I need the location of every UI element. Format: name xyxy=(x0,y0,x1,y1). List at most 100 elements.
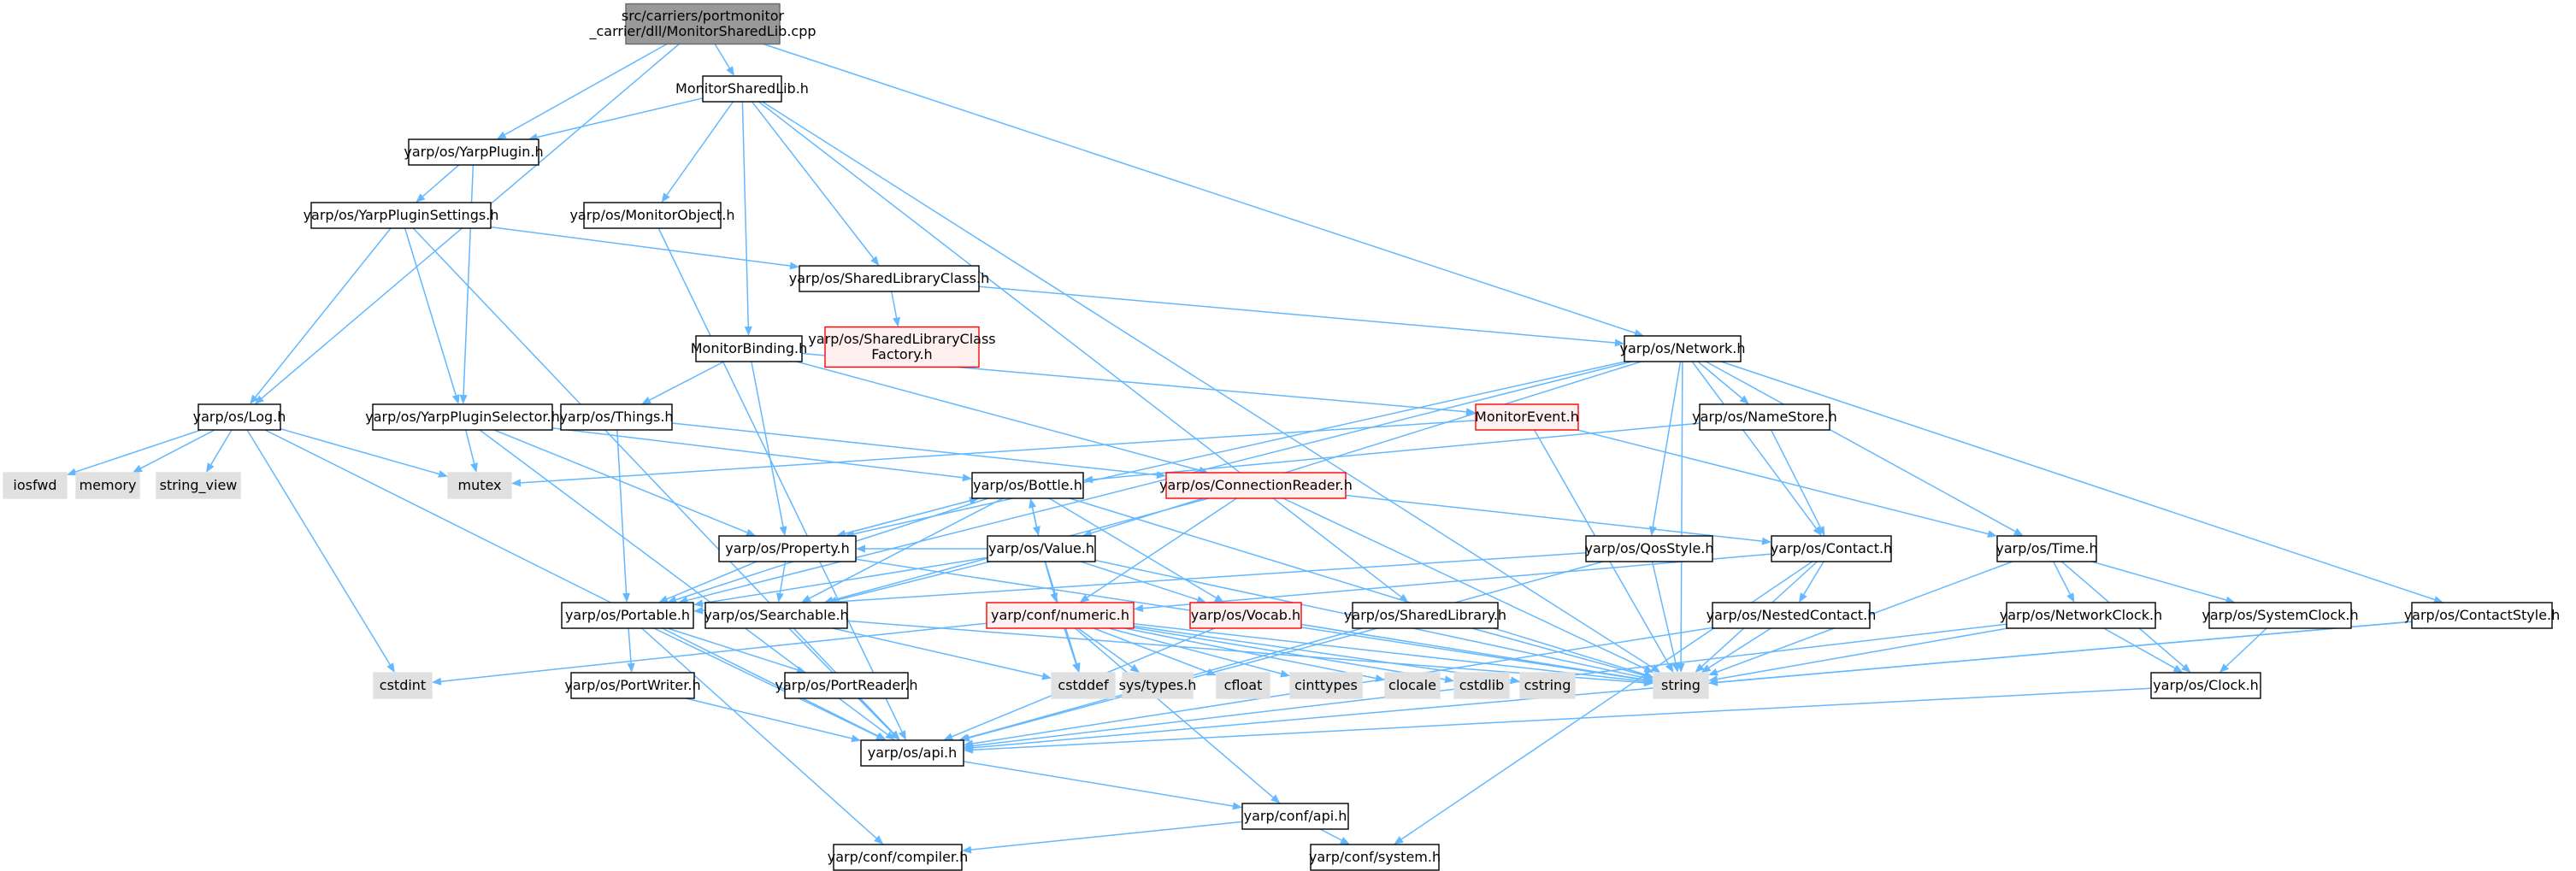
node-box xyxy=(372,403,553,431)
node-Searchable[interactable]: yarp/os/Searchable.h xyxy=(704,602,849,629)
edge-arrowhead xyxy=(1394,836,1404,845)
node-root[interactable]: src/carriers/portmonitor_carrier/dll/Mon… xyxy=(588,3,816,45)
node-label: yarp/os/Things.h xyxy=(559,409,673,425)
node-iosfwd[interactable]: iosfwd xyxy=(3,472,68,499)
edge-Log-to-iosfwd xyxy=(67,429,202,476)
node-Contact[interactable]: yarp/os/Contact.h xyxy=(1771,535,1892,562)
node-box xyxy=(2411,602,2553,629)
edge-line xyxy=(666,561,757,600)
node-box xyxy=(561,602,694,629)
node-box xyxy=(2150,672,2261,699)
edge-PortReader-to-apih xyxy=(858,697,900,740)
node-SystemClock[interactable]: yarp/os/SystemClock.h xyxy=(2202,602,2359,629)
node-cfloat[interactable]: cfloat xyxy=(1216,672,1270,699)
edge-arrowhead xyxy=(1739,395,1749,404)
node-NestedContact[interactable]: yarp/os/NestedContact.h xyxy=(1707,602,1877,629)
node-Vocab[interactable]: yarp/os/Vocab.h xyxy=(1189,602,1302,629)
node-systypes[interactable]: sys/types.h xyxy=(1119,672,1197,699)
edge-line xyxy=(264,429,879,737)
node-YarpPluginSelector[interactable]: yarp/os/YarpPluginSelector.h xyxy=(365,403,560,431)
edge-line xyxy=(1133,627,1446,680)
node-YarpPlugin[interactable]: yarp/os/YarpPlugin.h xyxy=(404,138,544,166)
edge-YarpPluginSettings-to-YarpPluginSelector xyxy=(404,227,460,404)
edge-line xyxy=(551,427,964,479)
node-label: cfloat xyxy=(1224,677,1263,693)
edge-arrowhead xyxy=(1643,672,1653,680)
node-string_view[interactable]: string_view xyxy=(156,472,241,499)
node-label: mutex xyxy=(457,477,501,493)
edge-Time-to-SystemClock xyxy=(2091,561,2236,604)
node-MonitorEvent[interactable]: MonitorEvent.h xyxy=(1475,403,1579,431)
node-ConnectionReader[interactable]: yarp/os/ConnectionReader.h xyxy=(1159,472,1353,499)
node-MonitorSharedLib[interactable]: MonitorSharedLib.h xyxy=(675,75,809,103)
node-label: sys/types.h xyxy=(1119,677,1197,693)
node-NetworkClock[interactable]: yarp/os/NetworkClock.h xyxy=(2000,602,2162,629)
node-string[interactable]: string xyxy=(1653,672,1709,699)
edge-numeric-to-cinttypes xyxy=(1108,627,1290,678)
edge-arrowhead xyxy=(893,316,900,327)
node-box xyxy=(1699,403,1830,431)
node-box xyxy=(1051,672,1116,699)
node-box xyxy=(310,202,492,229)
edge-Log-to-string_view xyxy=(206,429,233,473)
node-SharedLibraryClass[interactable]: yarp/os/SharedLibraryClass.h xyxy=(789,265,990,292)
node-YarpPluginSettings[interactable]: yarp/os/YarpPluginSettings.h xyxy=(304,202,499,229)
node-MonitorBinding[interactable]: MonitorBinding.h xyxy=(691,335,808,362)
edge-line xyxy=(255,227,392,397)
edge-arrowhead xyxy=(1465,408,1476,416)
edge-Contact-to-numeric xyxy=(1134,553,1772,613)
node-box xyxy=(373,672,433,699)
node-system[interactable]: yarp/conf/system.h xyxy=(1309,844,1441,871)
node-Things[interactable]: yarp/os/Things.h xyxy=(559,403,674,431)
node-ContactStyle[interactable]: yarp/os/ContactStyle.h xyxy=(2404,602,2561,629)
node-cinttypes[interactable]: cinttypes xyxy=(1289,672,1363,699)
node-label: yarp/os/NestedContact.h xyxy=(1707,607,1877,623)
node-Portable[interactable]: yarp/os/Portable.h xyxy=(561,602,694,629)
node-mutex[interactable]: mutex xyxy=(447,472,512,499)
node-box xyxy=(2006,602,2156,629)
edge-arrowhead xyxy=(779,526,787,536)
node-PortReader[interactable]: yarp/os/PortReader.h xyxy=(775,672,918,699)
node-NameStore[interactable]: yarp/os/NameStore.h xyxy=(1692,403,1837,431)
node-Log[interactable]: yarp/os/Log.h xyxy=(193,403,286,431)
edge-arrowhead xyxy=(132,464,143,473)
edge-line xyxy=(520,420,1477,484)
node-numeric[interactable]: yarp/conf/numeric.h xyxy=(986,602,1135,629)
edge-line xyxy=(858,697,894,734)
node-PortWriter[interactable]: yarp/os/PortWriter.h xyxy=(564,672,701,699)
node-label: yarp/os/PortReader.h xyxy=(775,677,917,693)
node-box xyxy=(987,535,1096,562)
node-QosStyle[interactable]: yarp/os/QosStyle.h xyxy=(1584,535,1714,562)
node-Property[interactable]: yarp/os/Property.h xyxy=(718,535,857,562)
node-box xyxy=(799,265,980,292)
node-confapi[interactable]: yarp/conf/api.h xyxy=(1241,803,1349,830)
node-label: yarp/os/Bottle.h xyxy=(973,477,1082,493)
edge-line xyxy=(666,101,734,196)
node-Network[interactable]: yarp/os/Network.h xyxy=(1620,335,1746,362)
node-label: yarp/os/SharedLibrary.h xyxy=(1344,607,1506,623)
node-Clock[interactable]: yarp/os/Clock.h xyxy=(2150,672,2261,699)
node-cstdlib[interactable]: cstdlib xyxy=(1453,672,1510,699)
node-apih[interactable]: yarp/os/api.h xyxy=(860,739,964,767)
node-cstddef[interactable]: cstddef xyxy=(1051,672,1116,699)
edge-line xyxy=(1717,627,2008,680)
node-Value[interactable]: yarp/os/Value.h xyxy=(987,535,1096,562)
edge-MonitorObject-to-apih xyxy=(657,227,906,740)
node-cstring[interactable]: cstring xyxy=(1519,672,1576,699)
node-clocale[interactable]: clocale xyxy=(1384,672,1441,699)
node-Time[interactable]: yarp/os/Time.h xyxy=(1995,535,2098,562)
node-Bottle[interactable]: yarp/os/Bottle.h xyxy=(971,472,1084,499)
edge-arrowhead xyxy=(851,734,861,743)
edge-SharedLibraryClass-to-Network xyxy=(978,285,1624,347)
edge-arrowhead xyxy=(254,395,264,404)
node-memory[interactable]: memory xyxy=(75,472,140,499)
node-compiler[interactable]: yarp/conf/compiler.h xyxy=(828,844,969,871)
node-MonitorObject[interactable]: yarp/os/MonitorObject.h xyxy=(569,202,735,229)
edge-arrowhead xyxy=(250,394,259,404)
edge-QosStyle-to-string xyxy=(1651,561,1680,673)
edge-line xyxy=(653,627,878,737)
node-cstdint[interactable]: cstdint xyxy=(373,672,433,699)
node-SharedLibrary[interactable]: yarp/os/SharedLibrary.h xyxy=(1344,602,1506,629)
edge-arrowhead xyxy=(1072,662,1080,673)
